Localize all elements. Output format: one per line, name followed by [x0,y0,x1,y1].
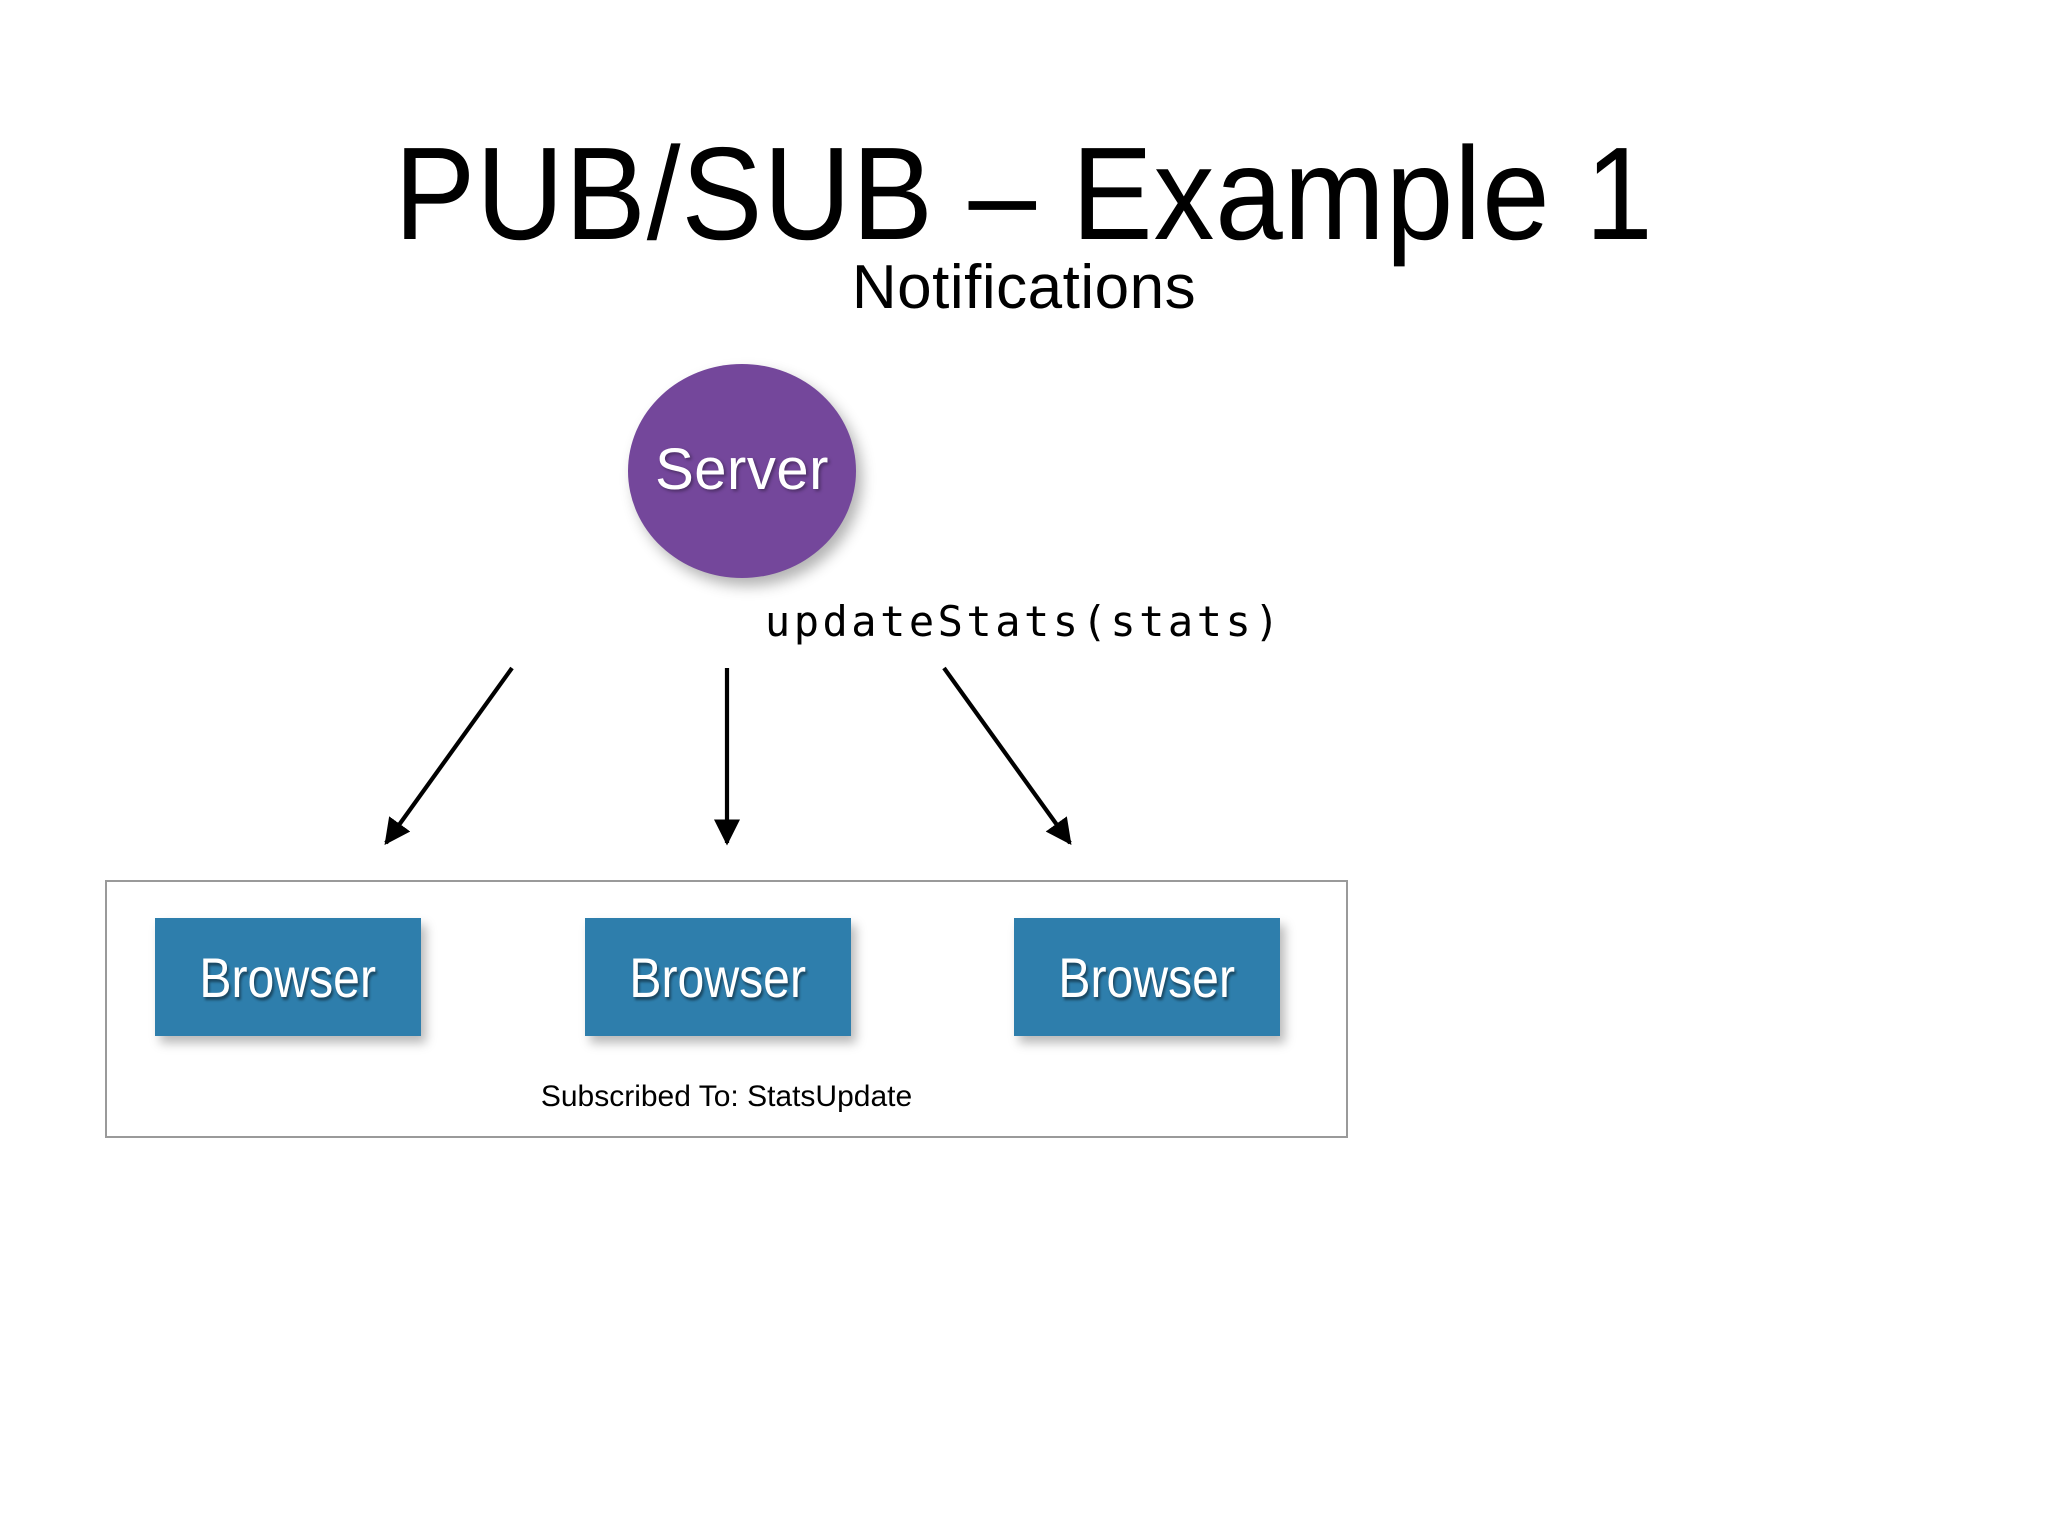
page-title: PUB/SUB – Example 1 [394,120,1654,267]
arrow-down-left-icon [384,666,514,846]
browser-box-label: Browser [199,945,377,1009]
page-subtitle: Notifications [851,253,1197,322]
subscribers-frame: Browser Browser Browser Subscribed To: S… [105,880,1348,1138]
browser-box: Browser [1014,918,1280,1036]
message-code-call: updateStats(stats) [764,597,1284,646]
browser-box: Browser [585,918,851,1036]
arrow-down-right-icon [942,666,1072,846]
subscribed-caption: Subscribed To: StatsUpdate [540,1080,913,1113]
server-node: Server [628,364,856,578]
browser-box-label: Browser [1058,945,1236,1009]
server-node-label: Server [655,436,829,502]
browser-box-label: Browser [629,945,807,1009]
browser-box: Browser [155,918,421,1036]
